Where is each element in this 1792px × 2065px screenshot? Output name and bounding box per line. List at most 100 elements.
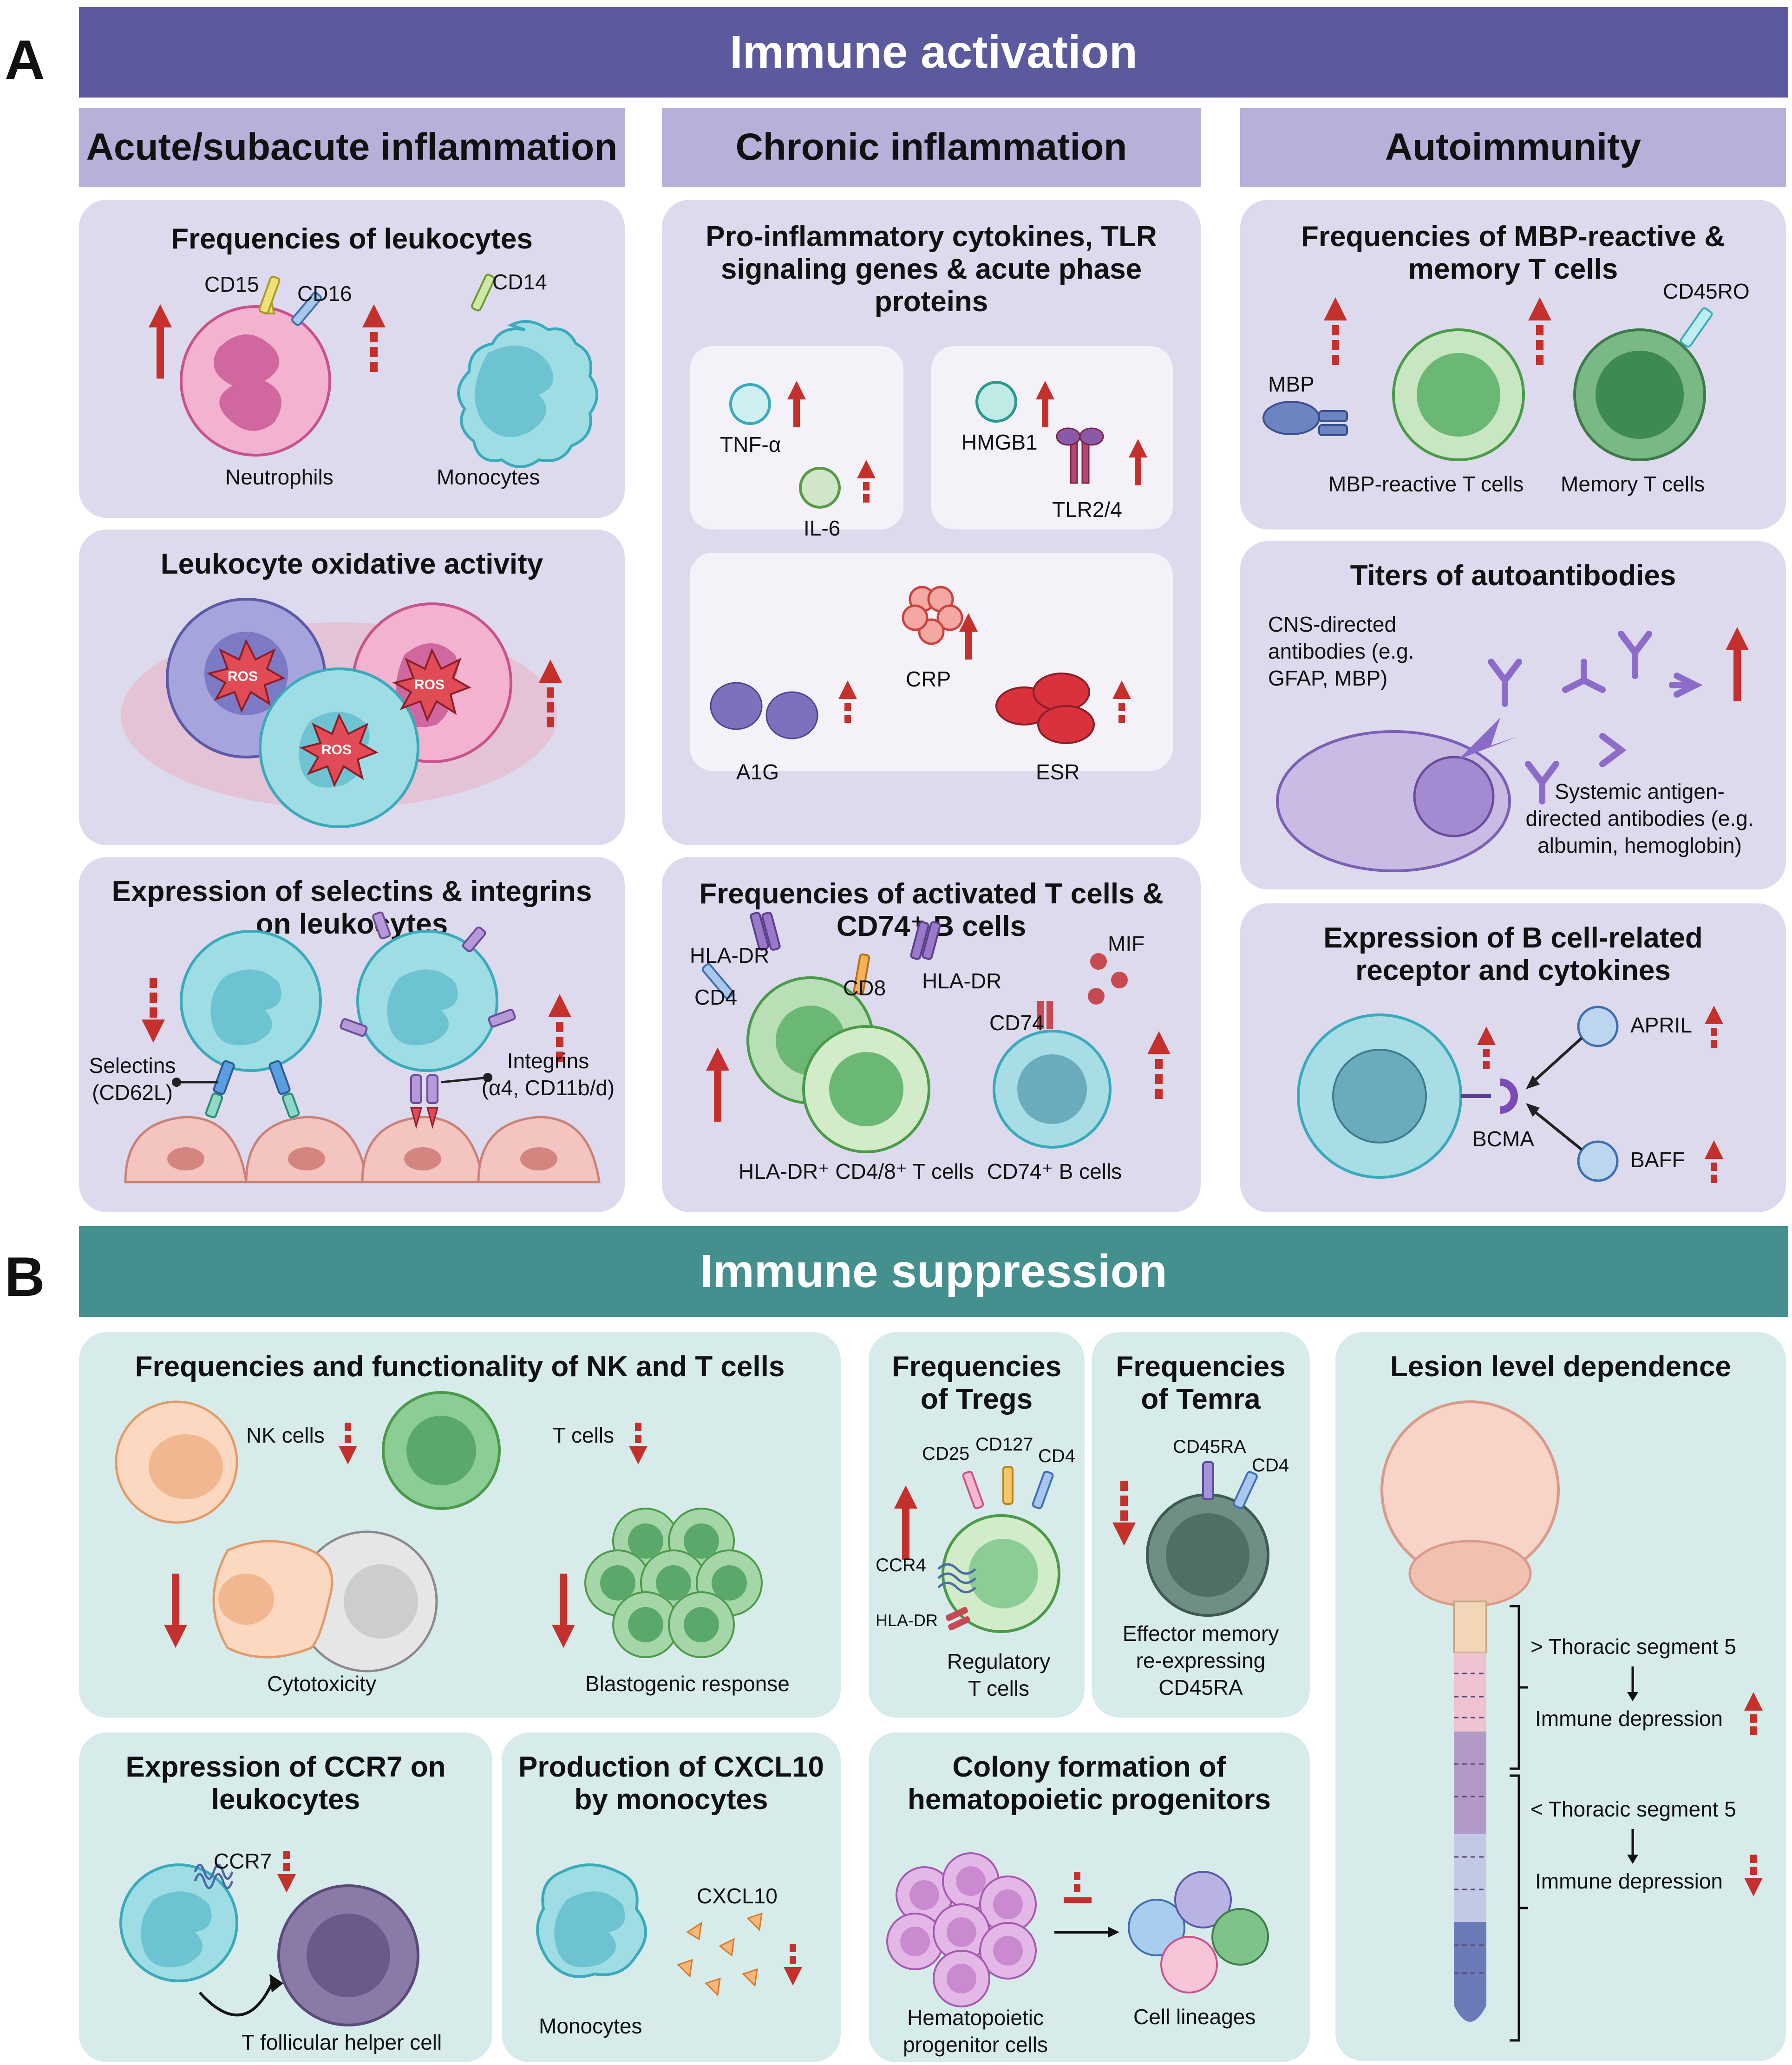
label-cytotoxicity: Cytotoxicity [267, 1672, 377, 1696]
label-mbp-reactive: MBP-reactive T cells [1328, 472, 1524, 496]
panel-autoantibodies: Titers of autoantibodies CNS-directed an… [1240, 541, 1786, 889]
label-ros-3: ROS [321, 742, 352, 758]
label-lower-result: Immune depression [1535, 1869, 1723, 1893]
spine-illustration [1380, 1400, 1763, 2042]
label-cd74: CD74 [989, 1011, 1044, 1035]
label-il6: IL-6 [804, 516, 841, 540]
column-header-chronic: Chronic inflammation [662, 108, 1201, 187]
label-ccr4: CCR4 [876, 1555, 926, 1575]
panel-selectins-integrins: Expression of selectins & integrins on l… [79, 857, 625, 1212]
label-regulatory-t: Regulatory T cells [947, 1649, 1051, 1700]
oxidative-illustration [121, 598, 562, 828]
panel-cxcl10: Production of CXCL10 by monocytes CXCL10… [502, 1732, 841, 2062]
section-letter-b: B [5, 1246, 45, 1308]
label-cd14: CD14 [492, 270, 547, 294]
label-hla-dr-2: HLA-DR [922, 969, 1002, 993]
subpanel-acute-phase [690, 553, 1173, 771]
panel-oxidative-activity: Leukocyte oxidative activity ROS ROS ROS [79, 529, 625, 845]
label-hla-dr-1: HLA-DR [690, 943, 770, 967]
column-header-autoimmunity: Autoimmunity [1240, 108, 1786, 187]
label-bcma: BCMA [1472, 1127, 1534, 1151]
label-hla-dr: HLA-DR [876, 1611, 938, 1630]
panel-mbp-memory: Frequencies of MBP-reactive & memory T c… [1240, 200, 1786, 529]
label-a1g: A1G [736, 760, 779, 784]
label-t-cells: HLA-DR⁺ CD4/8⁺ T cells [739, 1159, 974, 1183]
label-cd127: CD127 [975, 1434, 1033, 1455]
panel-bcell-receptor: Expression of B cell-related receptor an… [1240, 903, 1786, 1212]
panel-title: Frequencies of leukocytes [171, 223, 533, 255]
bcell-illustration [1297, 1006, 1723, 1183]
label-ccr7: CCR7 [214, 1849, 272, 1873]
panel-colony-formation: Colony formation of hematopoietic progen… [869, 1732, 1310, 2062]
panel-activated-t-cells: Frequencies of activated T cells & CD74⁺… [662, 857, 1201, 1212]
label-tnf: TNF-α [720, 432, 781, 457]
section-letter-a: A [5, 29, 45, 91]
nk-t-illustration [115, 1391, 763, 1673]
label-crp: CRP [906, 667, 951, 691]
label-cns-directed: CNS-directed antibodies (e.g. GFAP, MBP) [1268, 612, 1414, 690]
panel-ccr7: Expression of CCR7 on leukocytes CCR7 T … [79, 1732, 492, 2062]
label-cd16: CD16 [297, 281, 352, 306]
label-baff: BAFF [1630, 1148, 1685, 1172]
label-april: APRIL [1630, 1013, 1692, 1037]
subpanel-hmgb1-tlr [931, 346, 1173, 529]
autoantibodies-illustration [1276, 627, 1749, 872]
cxcl10-illustration [536, 1863, 802, 1997]
panel-title: Frequencies of Tregs [891, 1351, 1062, 1415]
panel-lesion-level: Lesion level dependence > Thoracic segme… [1335, 1332, 1786, 2061]
label-memory-t: Memory T cells [1561, 472, 1705, 496]
colony-illustration [886, 1852, 1269, 2007]
activated-t-illustration [701, 912, 1171, 1153]
label-upper-segment: > Thoracic segment 5 [1530, 1634, 1736, 1659]
label-upper-result: Immune depression [1535, 1706, 1723, 1731]
label-systemic-directed: Systemic antigen- directed antibodies (e… [1525, 779, 1754, 857]
selectins-illustration [124, 911, 601, 1183]
label-t-cells: T cells [553, 1423, 615, 1447]
panel-title: Colony formation of hematopoietic progen… [908, 1751, 1271, 1816]
banner-immune-suppression: Immune suppression [79, 1226, 1788, 1317]
panel-tregs: Frequencies of Tregs CD25 CD127 CD4 CCR4… [869, 1332, 1085, 1718]
label-cd4: CD4 [694, 985, 738, 1009]
panel-title: Frequencies of Temra [1116, 1351, 1286, 1415]
panel-title: Pro-inflammatory cytokines, TLR signalin… [706, 221, 1157, 318]
label-b-cells: CD74⁺ B cells [987, 1159, 1122, 1183]
panel-title: Expression of selectins & integrins on l… [111, 876, 592, 940]
label-esr: ESR [1036, 760, 1080, 784]
label-mif: MIF [1108, 932, 1145, 956]
label-tfh: T follicular helper cell [242, 2030, 442, 2054]
panel-title: Frequencies and functionality of NK and … [135, 1351, 785, 1383]
label-monocytes: Monocytes [539, 2014, 642, 2038]
panel-nk-t-cells: Frequencies and functionality of NK and … [79, 1332, 841, 1718]
cytokine-illustration [710, 381, 1147, 744]
label-progenitors: Hematopoietic progenitor cells [903, 2006, 1048, 2057]
panel-title: Leukocyte oxidative activity [160, 548, 543, 580]
label-lower-segment: < Thoracic segment 5 [1530, 1797, 1736, 1821]
label-ros-2: ROS [414, 677, 445, 693]
label-cd4: CD4 [1038, 1446, 1076, 1466]
label-cd15: CD15 [204, 272, 259, 296]
panel-title: Frequencies of MBP-reactive & memory T c… [1301, 221, 1726, 285]
panel-title: Expression of CCR7 on leukocytes [125, 1751, 446, 1816]
label-integrins: Integrins (α4, CD11b/d) [481, 1049, 615, 1100]
ccr7-illustration [119, 1851, 419, 2026]
mbp-illustration [1262, 297, 1713, 461]
panel-leukocyte-frequencies: Frequencies of leukocytes CD15 CD16 CD14… [79, 200, 625, 518]
label-blastogenic: Blastogenic response [585, 1672, 790, 1696]
label-ros-1: ROS [228, 669, 258, 684]
panel-temra: Frequencies of Temra CD45RA CD4 Effector… [1092, 1332, 1310, 1718]
label-nk-cells: NK cells [246, 1423, 325, 1447]
label-hmgb1: HMGB1 [961, 430, 1038, 454]
tregs-illustration [894, 1466, 1060, 1633]
label-selectins: Selectins (CD62L) [89, 1053, 176, 1104]
label-cd4: CD4 [1252, 1455, 1289, 1476]
label-cd25: CD25 [922, 1444, 970, 1464]
banner-immune-activation: Immune activation [79, 7, 1788, 98]
label-mbp: MBP [1268, 372, 1315, 396]
label-tlr: TLR2/4 [1052, 497, 1122, 522]
label-cd8: CD8 [843, 976, 886, 1000]
panel-title: Expression of B cell-related receptor an… [1323, 922, 1703, 987]
column-header-acute: Acute/subacute inflammation [79, 108, 625, 187]
label-monocytes: Monocytes [437, 465, 540, 489]
label-cxcl10: CXCL10 [697, 1884, 778, 1908]
label-cd45ro: CD45RO [1663, 279, 1750, 303]
